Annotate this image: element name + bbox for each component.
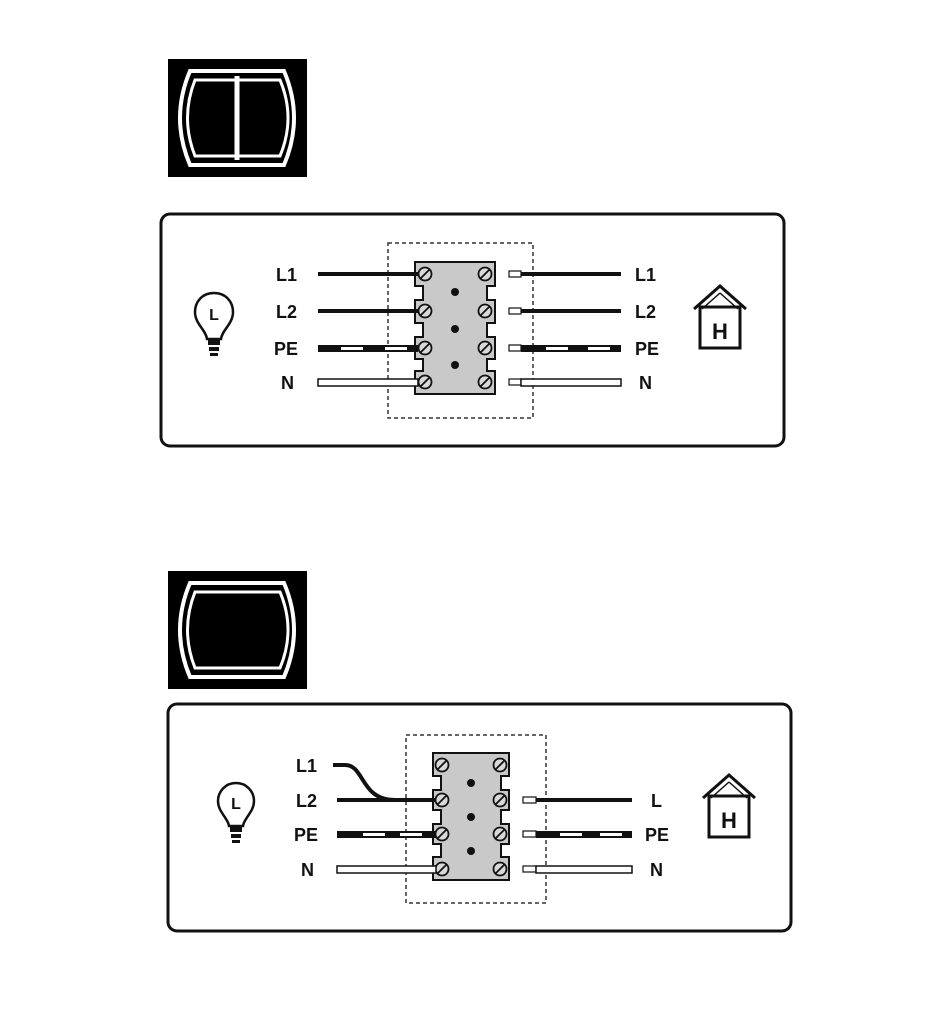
right-label-n: N: [650, 860, 663, 880]
left-label-n: N: [301, 860, 314, 880]
left-label-pe: PE: [294, 825, 318, 845]
left-label-n: N: [281, 373, 294, 393]
svg-text:L: L: [231, 796, 241, 813]
right-label-l: L: [651, 791, 662, 811]
left-wires: [333, 763, 437, 874]
left-label-l2: L2: [296, 791, 317, 811]
house-icon: H: [702, 772, 756, 839]
junction-box-outline: [387, 242, 534, 419]
left-wires: [317, 272, 419, 387]
double-switch-icon: [168, 59, 307, 177]
svg-text:H: H: [721, 808, 737, 833]
right-label-l1: L1: [635, 265, 656, 285]
lamp-icon: L: [216, 781, 256, 843]
right-label-l2: L2: [635, 302, 656, 322]
right-wires: [522, 796, 633, 874]
left-label-l1: L1: [296, 756, 317, 776]
svg-text:H: H: [712, 319, 728, 344]
left-label-l2: L2: [276, 302, 297, 322]
right-label-pe: PE: [635, 339, 659, 359]
house-icon: H: [693, 283, 747, 350]
right-label-n: N: [639, 373, 652, 393]
right-label-pe: PE: [645, 825, 669, 845]
lamp-icon: L: [193, 291, 235, 356]
junction-box-outline: [405, 734, 547, 904]
right-wires: [508, 270, 622, 387]
single-switch-icon: [168, 571, 307, 689]
left-label-l1: L1: [276, 265, 297, 285]
svg-text:L: L: [209, 307, 219, 324]
left-label-pe: PE: [274, 339, 298, 359]
